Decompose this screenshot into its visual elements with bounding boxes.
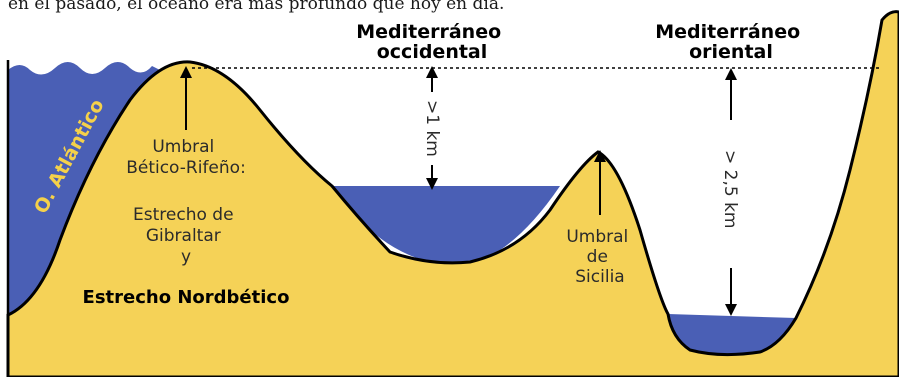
western-med-title: Mediterráneo occidental xyxy=(356,21,508,63)
eastern-med-water xyxy=(668,314,796,355)
eastern-med-title: Mediterráneo oriental xyxy=(655,21,807,63)
western-med-water xyxy=(332,186,560,263)
depth-1km-label: >1 km xyxy=(422,100,442,157)
seabed-land xyxy=(6,10,899,377)
gibraltar-strait-label: Estrecho de Gibraltar y xyxy=(133,205,239,267)
top-caption-fragment: en el pasado, el océano era más profundo… xyxy=(8,0,504,14)
nordbetic-strait-label: Estrecho Nordbético xyxy=(83,287,290,308)
sicily-sill-label: Umbral de Sicilia xyxy=(566,227,633,287)
betic-sill-label: Umbral Bético-Rifeño: xyxy=(126,137,246,178)
depth-2-5km-label: > 2,5 km xyxy=(720,150,740,229)
